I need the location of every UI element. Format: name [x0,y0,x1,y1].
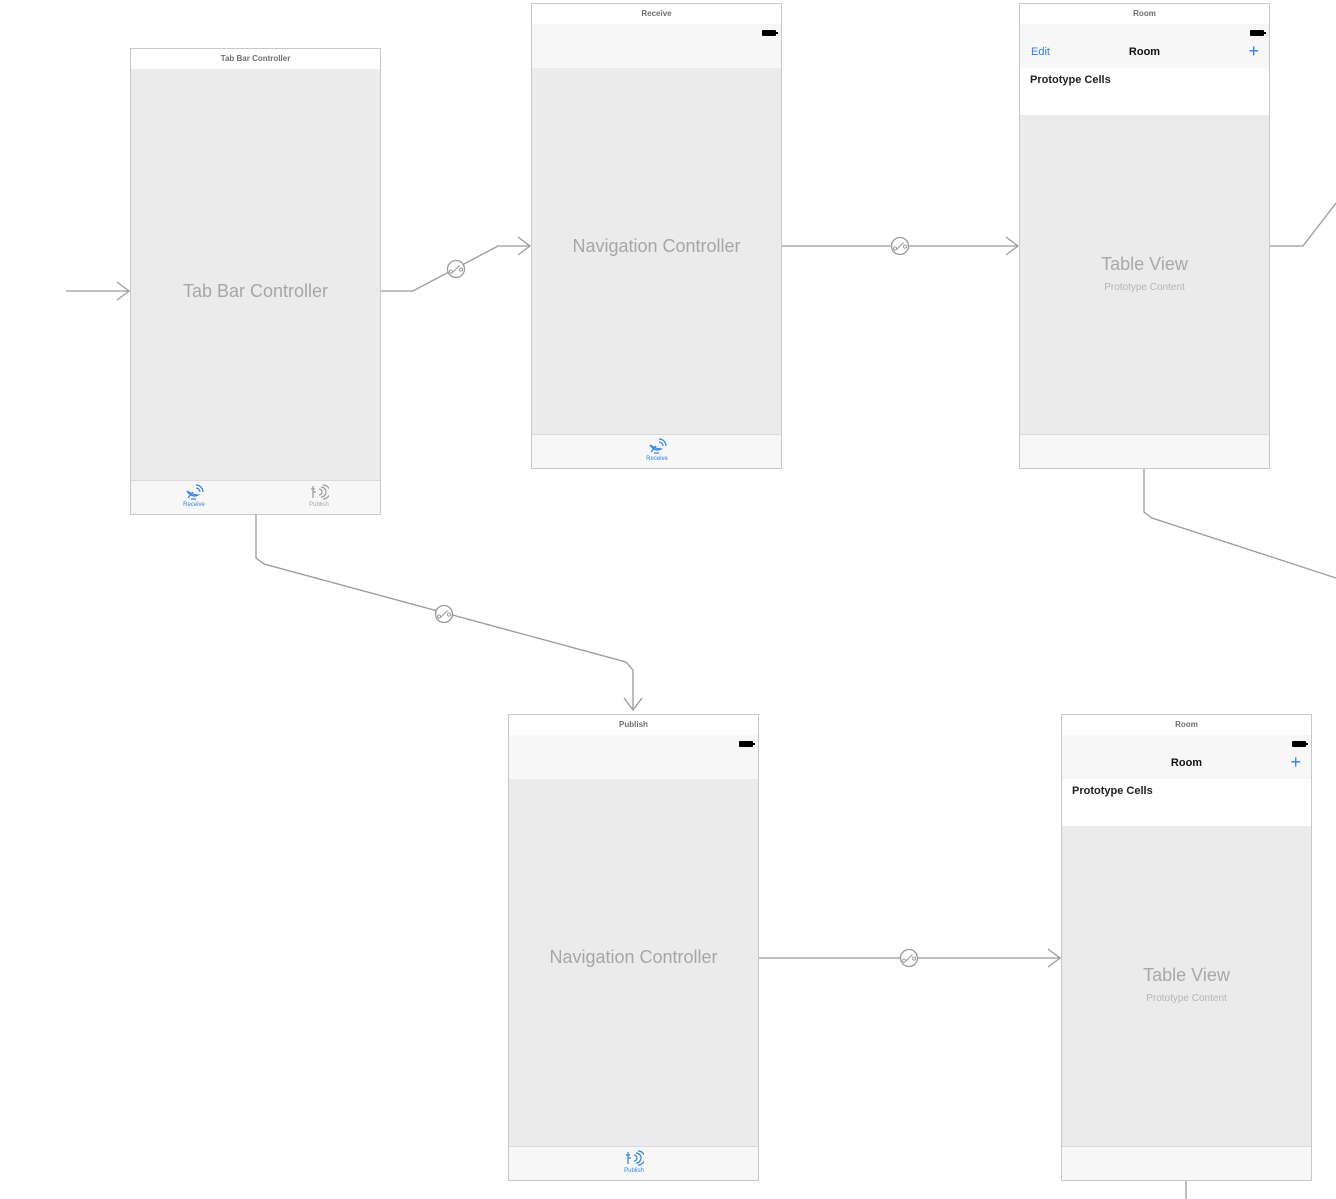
segue-room-offscreen-right[interactable] [1269,202,1336,247]
table-view-title: Table View [1101,254,1188,274]
table-view: Table View Prototype Content [1062,826,1311,1147]
content-area: Navigation Controller [509,779,758,1147]
segue-tab-to-publish[interactable] [255,514,643,712]
add-plus-icon[interactable]: + [1290,752,1301,772]
tab-label: Publish [624,1168,644,1174]
scene-label: Tab Bar Controller [182,281,329,301]
table-view-subtitle: Prototype Content [1146,993,1227,1004]
battery-icon [1292,741,1308,747]
prototype-cells-section: Prototype Cells [1062,779,1311,826]
nav-title: Room [1128,46,1161,58]
battery-icon [762,30,778,36]
battery-icon [1250,30,1266,36]
entry-arrow [66,281,131,301]
add-plus-icon[interactable]: + [1248,41,1259,61]
scene-title: Room [1062,715,1311,736]
scene-title: Publish [509,715,758,736]
edit-button[interactable]: Edit [1031,46,1050,58]
scene-title: Room [1020,4,1269,25]
segue-publish-to-room[interactable] [758,948,1062,968]
broadcast-icon [311,484,329,500]
tab-bar: Publish [509,1146,758,1180]
tab-receive[interactable]: Receive [627,437,687,463]
bottom-bar [1062,1146,1311,1180]
segue-tab-to-receive[interactable] [381,236,532,292]
scene-title: Tab Bar Controller [131,49,380,70]
room-table-view-scene-top[interactable]: Room Edit Room + Prototype Cells Table V… [1019,3,1270,469]
satellite-dish-icon [649,438,667,454]
scene-title: Receive [532,4,781,25]
battery-icon [739,741,755,747]
tab-label: Receive [183,502,205,508]
receive-navigation-controller-scene[interactable]: Receive Navigation Controller Receive [531,3,782,469]
tab-bar: Receive [532,434,781,468]
content-area: Tab Bar Controller [131,69,380,481]
prototype-cells-label: Prototype Cells [1030,74,1111,86]
table-view: Table View Prototype Content [1020,115,1269,435]
navigation-bar: Edit Room + [1020,24,1269,69]
prototype-cells-section: Prototype Cells [1020,68,1269,115]
navigation-bar [532,24,781,69]
scene-label: Navigation Controller [549,947,718,967]
table-view-subtitle: Prototype Content [1104,282,1185,293]
table-view-title: Table View [1143,965,1230,985]
publish-navigation-controller-scene[interactable]: Publish Navigation Controller Publish [508,714,759,1181]
scene-label: Navigation Controller [572,236,741,256]
broadcast-icon [626,1150,644,1166]
segue-room-offscreen-down[interactable] [1143,468,1336,579]
segue-receive-to-room[interactable] [782,236,1020,256]
content-area: Navigation Controller [532,68,781,435]
tab-label: Publish [309,502,329,508]
navigation-bar: Room + [1062,735,1311,780]
tab-publish[interactable]: Publish [604,1149,664,1175]
tab-bar: Receive Publish [131,480,380,514]
tab-publish[interactable]: Publish [289,483,349,509]
prototype-cells-label: Prototype Cells [1072,785,1153,797]
navigation-bar [509,735,758,780]
tab-label: Receive [646,456,668,462]
nav-title: Room [1170,757,1203,769]
satellite-dish-icon [186,484,204,500]
room-table-view-scene-bottom[interactable]: Room Room + Prototype Cells Table View P… [1061,714,1312,1181]
tab-receive[interactable]: Receive [164,483,224,509]
tab-bar-controller-scene[interactable]: Tab Bar Controller Tab Bar Controller Re… [130,48,381,515]
bottom-bar [1020,434,1269,468]
